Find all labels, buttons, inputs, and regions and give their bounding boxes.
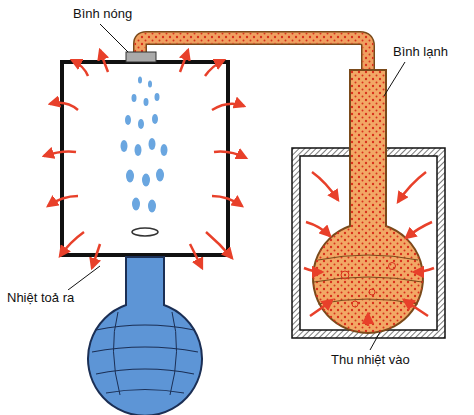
heat-out-arrows — [44, 50, 246, 268]
part-label: Bình nóng — [72, 6, 133, 22]
stopper — [126, 52, 156, 62]
part-label: Thu nhiệt vào — [330, 352, 411, 368]
hot-flask — [88, 257, 202, 415]
hot-box — [62, 62, 228, 255]
heat-in-arrows — [304, 172, 434, 326]
part-label: Bình lạnh — [392, 44, 449, 60]
part-label: Nhiệt toả ra — [6, 290, 75, 306]
neck-opening — [132, 228, 158, 236]
leader-lines — [68, 24, 405, 350]
cold-flask — [313, 70, 423, 333]
condensing-drops — [121, 77, 168, 213]
